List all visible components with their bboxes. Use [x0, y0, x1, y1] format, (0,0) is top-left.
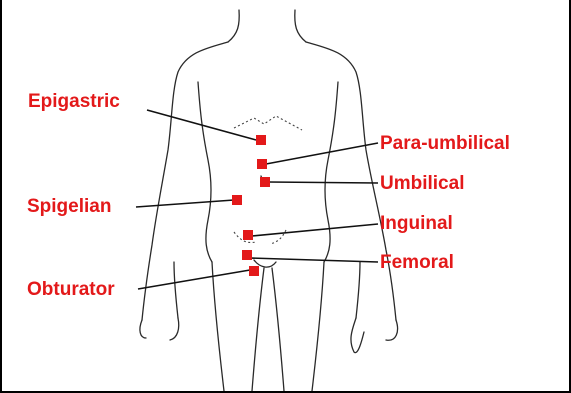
leader-umbilical	[268, 182, 378, 183]
left-hand	[140, 318, 179, 340]
leader-inguinal	[252, 224, 378, 236]
label-umbilical: Umbilical	[380, 174, 464, 193]
marker-femoral	[242, 250, 252, 260]
left-arm-inner	[174, 262, 178, 318]
leader-femoral	[250, 258, 378, 262]
marker-obturator	[249, 266, 259, 276]
right-leg-inner	[272, 268, 284, 391]
inguinal-ligament-dotted	[234, 230, 286, 244]
right-hand	[351, 318, 398, 353]
neck-left-line	[228, 10, 239, 42]
right-torso-side	[324, 82, 338, 262]
label-femoral: Femoral	[380, 253, 454, 272]
marker-spigelian	[232, 195, 242, 205]
right-leg-outer	[312, 262, 324, 391]
label-obturator: Obturator	[27, 280, 115, 299]
leader-spigelian	[136, 200, 234, 207]
marker-epigastric	[256, 135, 266, 145]
costal-margin-dotted	[234, 116, 302, 130]
right-arm-inner	[356, 262, 360, 318]
neck-right-line	[295, 10, 306, 42]
marker-para-umbilical	[257, 159, 267, 169]
marker-inguinal	[243, 230, 253, 240]
left-torso-side	[198, 82, 212, 262]
label-spigelian: Spigelian	[27, 197, 111, 216]
marker-umbilical	[260, 177, 270, 187]
left-leg-inner	[252, 268, 264, 391]
leader-para-umbilical	[266, 143, 378, 164]
left-arm-outer	[142, 42, 228, 320]
label-epigastric: Epigastric	[28, 92, 120, 111]
label-inguinal: Inguinal	[380, 214, 453, 233]
left-leg-outer	[212, 262, 224, 391]
label-para-umbilical: Para-umbilical	[380, 134, 510, 153]
leader-obturator	[138, 270, 250, 289]
